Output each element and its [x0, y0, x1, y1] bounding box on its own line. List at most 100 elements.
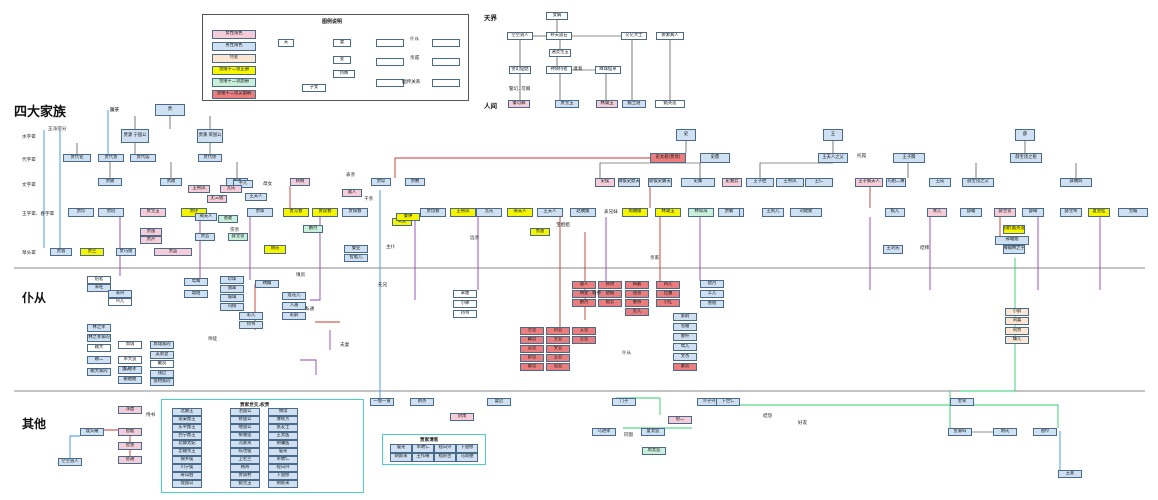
other-box: 智善	[118, 442, 142, 450]
title-four-families: 四大家族	[14, 105, 67, 120]
legend-demo-0: 夫	[278, 39, 294, 47]
servant-middle: 莲花儿	[282, 292, 306, 300]
servant-girl: 龄官	[520, 354, 544, 362]
jia-gen4-1: 贾琏	[98, 208, 124, 217]
relation-line	[310, 217, 321, 301]
other-box: 智能儿	[344, 254, 368, 262]
jia-gen1: 贾源 宁国公	[121, 129, 149, 143]
title-renjian: 人间	[484, 102, 497, 110]
qingke-box: 卜固修	[456, 444, 478, 453]
noble-box: 冯紫英	[230, 440, 260, 448]
legend-demo-empty	[376, 79, 404, 87]
jia-gen4-19: 平儿	[233, 180, 253, 188]
generation-label: 王字辈、春字辈	[22, 212, 55, 217]
noble-box: 傅秋芳	[268, 416, 298, 424]
servant-girl: 艾官	[572, 327, 596, 335]
relation-line	[69, 435, 80, 458]
other-box: 玉爱	[1058, 470, 1082, 478]
jia-gen3: 贾琮	[371, 178, 391, 186]
servant-middle: 珍珠	[220, 276, 244, 284]
nobles-panel	[161, 399, 364, 493]
other-box: 一僧一道	[370, 398, 394, 406]
qingke-panel	[382, 434, 486, 465]
jia-gen4-9: 王熙凤	[450, 208, 476, 217]
jia-gen4-24: 麝月	[303, 225, 323, 233]
servant-left: 兴儿	[108, 298, 132, 306]
heaven-label: 警幻, 可卿	[509, 87, 531, 92]
family-xue: 薛	[1015, 129, 1035, 141]
noble-box: 卜固修	[268, 472, 298, 480]
servant-maid: 雪雁	[673, 323, 697, 331]
noble-box: 缮国公	[230, 424, 260, 432]
xue-member: 梅翰林之子	[1003, 245, 1025, 254]
relation-line	[668, 162, 701, 178]
jia-gen4-4: 贾珠	[247, 208, 273, 217]
servant-maid: 紫鹃	[673, 313, 697, 321]
jia-gen2: 贾代化	[63, 154, 91, 162]
heaven-box-3: 茫茫大士	[621, 32, 647, 40]
servant-middle: 绣橘	[255, 280, 279, 288]
heaven-label: 灌溉	[573, 67, 583, 72]
servant-middle: 琥珀	[184, 290, 208, 298]
generation-label: 代字辈	[22, 158, 36, 163]
jia-gen2: 贾代儒	[130, 154, 156, 162]
servant-left: 赖大家的	[87, 368, 111, 376]
other-box: 封肃	[450, 413, 474, 421]
jia-gen3: 贾赦	[160, 178, 182, 186]
noble-box: 程日兴	[268, 464, 298, 472]
relation-label: 先兄	[378, 283, 388, 288]
relation-label: 干亲	[364, 197, 374, 202]
heaven-box-11: 林黛玉	[596, 100, 618, 108]
servant-left: 赖大	[87, 344, 111, 352]
servant-maid: 丰儿	[700, 290, 724, 298]
relation-line	[300, 359, 317, 375]
servant-maid: 碧月	[700, 280, 724, 288]
legend-swatch-3: 金陵十二钗正册	[212, 66, 256, 75]
relation-label: 恩人	[122, 367, 132, 372]
noble-box: 寿山伯	[172, 472, 202, 480]
noble-box: 张友士	[268, 424, 298, 432]
servant-maid: 茜雪	[625, 290, 649, 298]
legend-demo-empty	[432, 58, 460, 66]
noble-box: 詹光	[268, 448, 298, 456]
other-box: 卜世仁	[716, 398, 740, 406]
jia-extra-2: 邢夫人	[195, 213, 217, 221]
servant-middle: 玻璃	[220, 294, 244, 302]
jia-extra-3: 王夫人	[245, 193, 267, 201]
relation-label: 母女	[263, 182, 273, 187]
heaven-box-2: 补天遗石	[546, 32, 572, 40]
servant-left: 来旺	[87, 284, 111, 292]
wang-member: 板儿	[885, 208, 905, 217]
noble-box: 单聘仁	[268, 456, 298, 464]
servant-left: 周瑞家的	[150, 341, 174, 349]
servant-girl: 藕官	[520, 336, 544, 344]
noble-box: 理国公	[172, 480, 202, 488]
servant-girl: 葵官	[520, 363, 544, 371]
servant-girl: 宝官	[546, 336, 570, 344]
qingke-box: 胡斯来	[390, 453, 412, 462]
servant-maid: 同喜	[1005, 317, 1029, 325]
relation-label: 填房	[296, 273, 306, 278]
qingke-box: 马尚德	[456, 453, 478, 462]
jia-gen4-27: 贾芸	[195, 233, 215, 241]
legend-swatch-1: 男性角色	[212, 42, 256, 51]
family-jia: 贾	[155, 104, 185, 116]
legend-demo-3: 侍婢	[333, 70, 355, 78]
servant-middle: 司棋	[220, 303, 244, 311]
noble-box: 北静王	[172, 408, 202, 416]
jia-gen4-6: 贾迎春	[312, 208, 338, 217]
legend-label: 姻传关系	[402, 80, 421, 85]
shi-member: 忠靖侯史鼎夫人	[618, 178, 640, 187]
jia-gen5: 贾巧姐	[116, 248, 136, 256]
xue-member: 夏金桂	[1088, 208, 1110, 217]
servant-girl: 文官	[546, 345, 570, 353]
shi-taijun: 史太君(贾母)	[650, 153, 686, 163]
noble-box: 胡庸医	[268, 440, 298, 448]
relation-label: 表亲	[346, 173, 356, 178]
servant-maid: 莺儿	[673, 343, 697, 351]
other-box: 空空道人	[58, 458, 82, 466]
heaven-box-4: 渺渺真人	[656, 32, 684, 40]
relation-label: 宗亲	[230, 228, 240, 233]
jia-gen4-10: 尤氏	[476, 208, 502, 217]
servant-left: 乌进孝	[118, 366, 142, 374]
